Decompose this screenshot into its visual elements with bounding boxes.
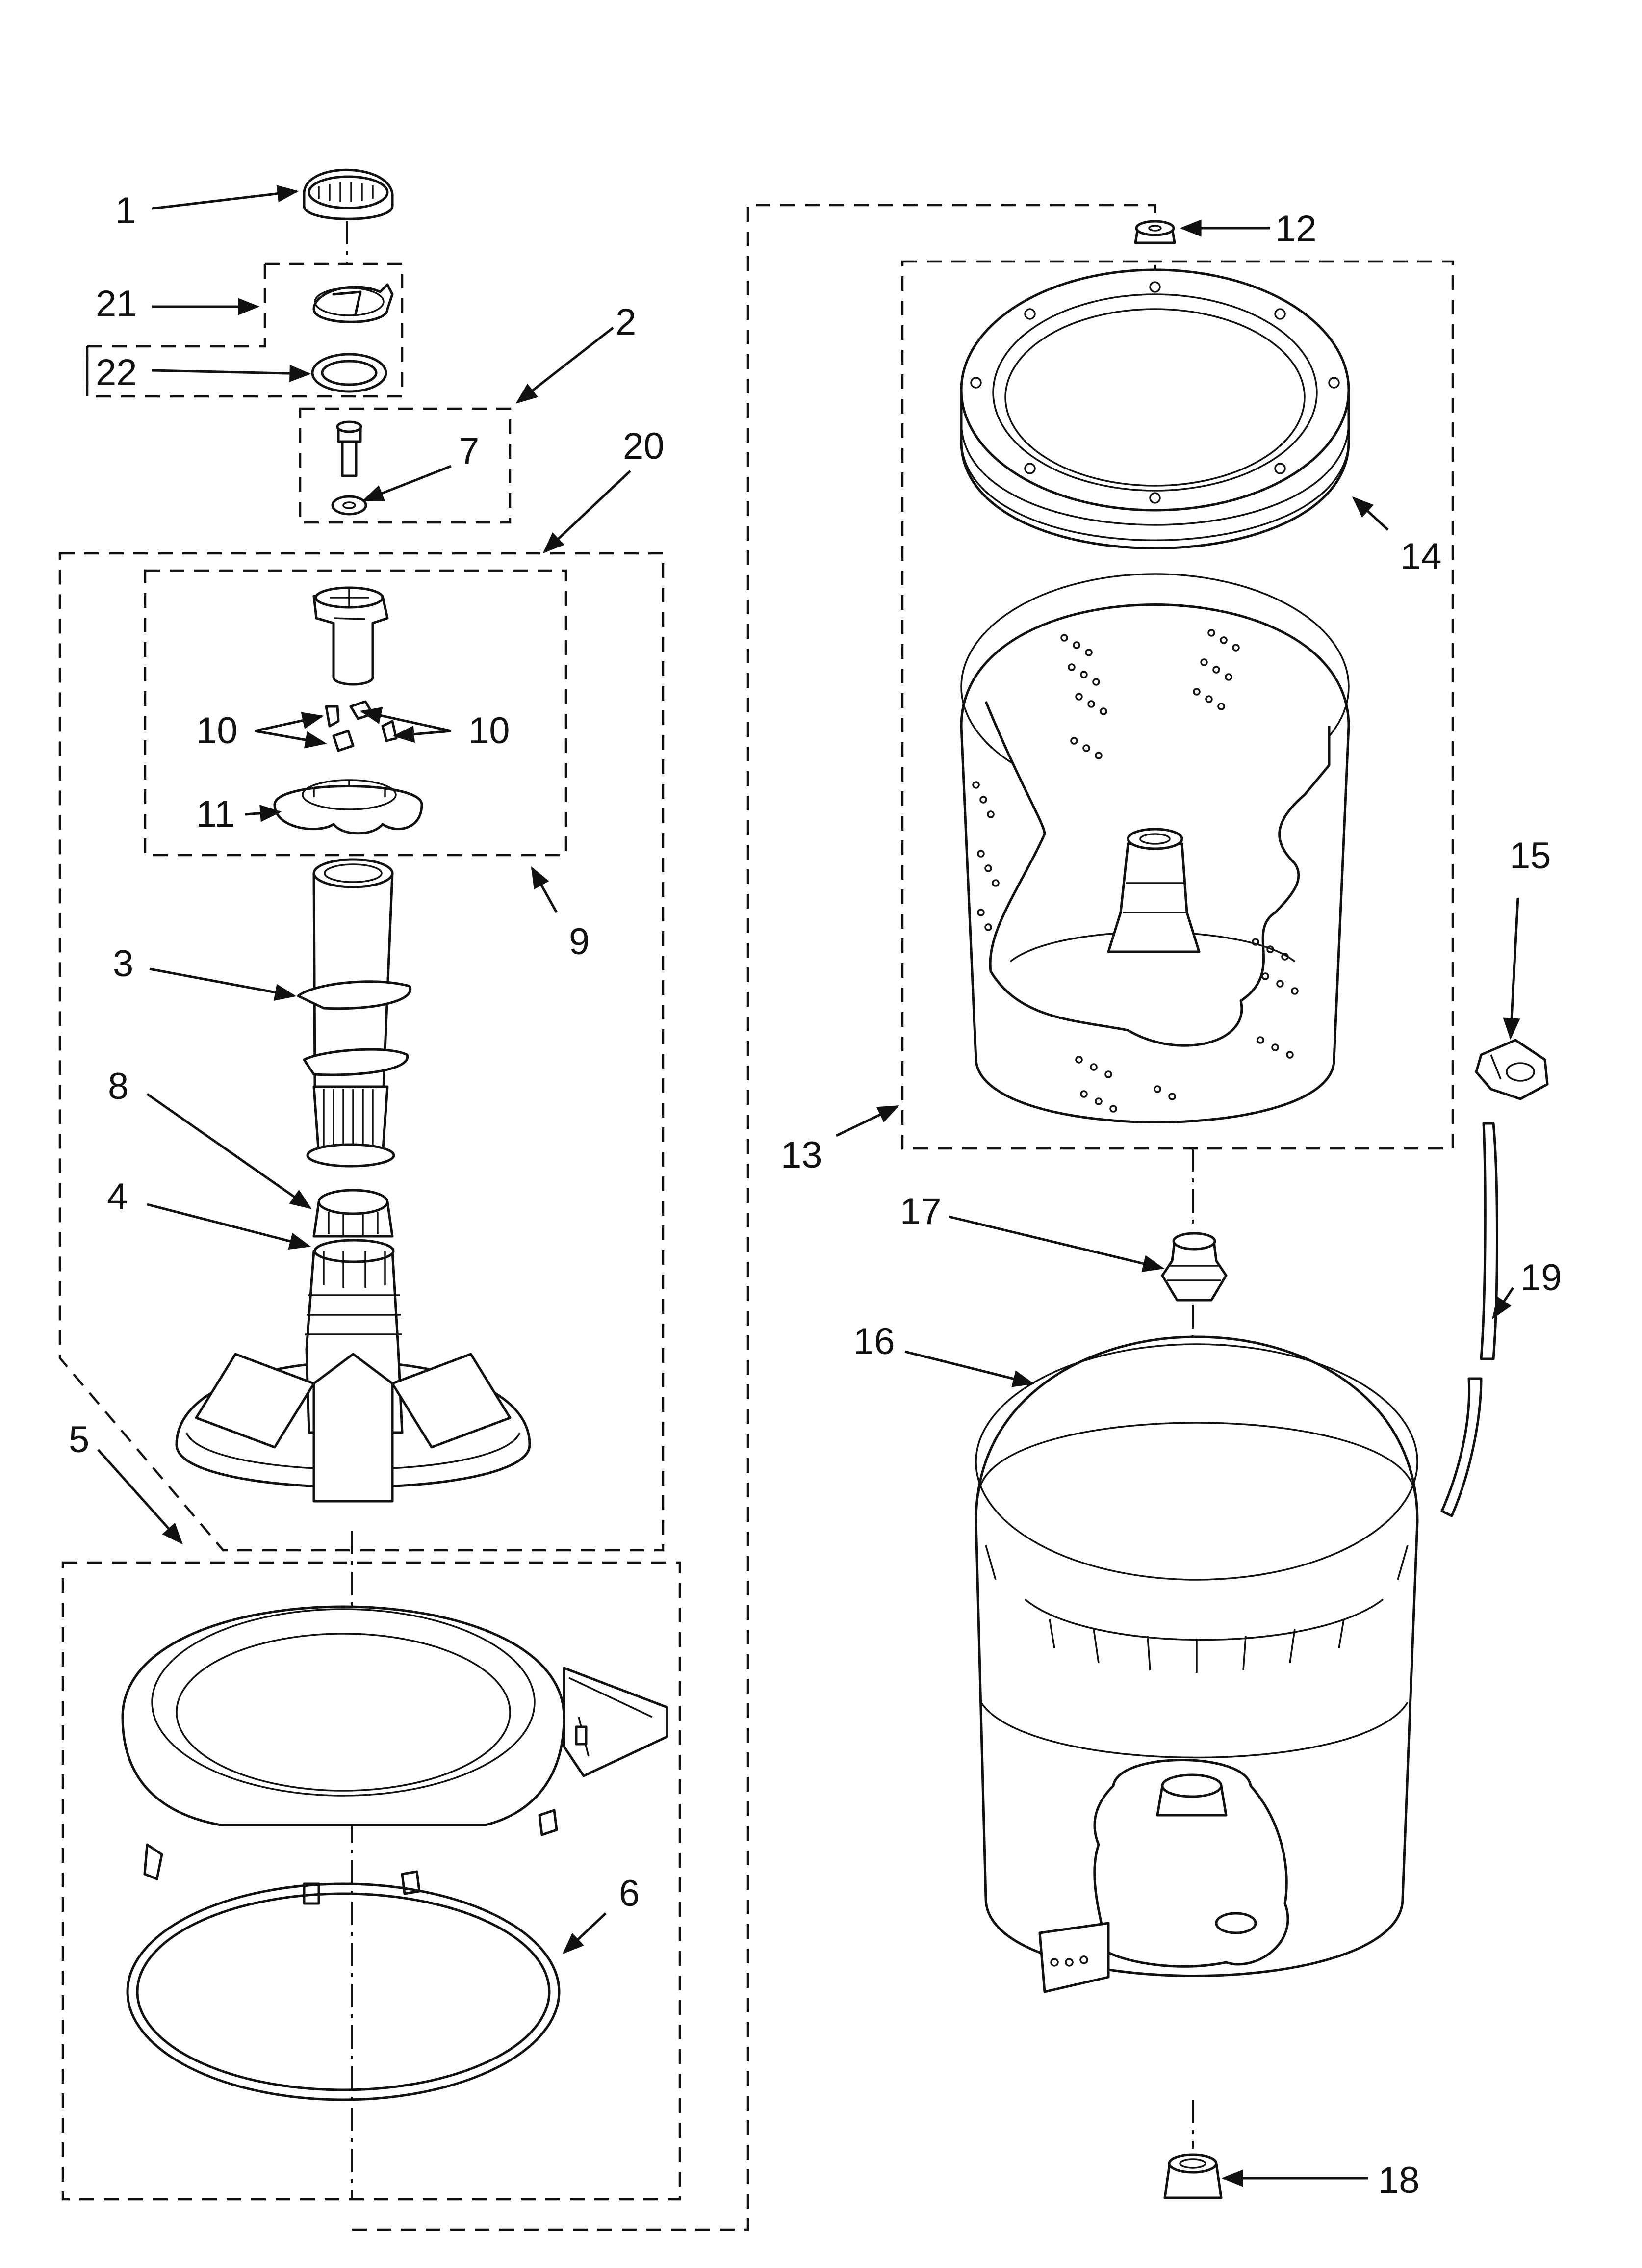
part-14-balance-ring	[960, 268, 1350, 549]
callout-15: 15	[1510, 835, 1551, 877]
callout-18: 18	[1378, 2160, 1420, 2201]
part-22-ring	[311, 353, 387, 393]
ring-bolt-holes	[970, 281, 1340, 504]
part-12-nut	[1134, 220, 1176, 244]
group-9-boundary	[144, 569, 567, 857]
part-18-plug	[1163, 2153, 1223, 2199]
callout-22: 22	[96, 352, 137, 393]
part-19-hose	[1440, 1122, 1498, 1517]
part-3-auger	[297, 858, 412, 1168]
callout-7: 7	[459, 430, 479, 472]
callout-6: 6	[619, 1873, 640, 1914]
callout-20: 20	[623, 425, 665, 467]
callout-5: 5	[69, 1419, 89, 1460]
callout-8: 8	[108, 1066, 128, 1107]
callout-21: 21	[96, 283, 137, 325]
part-10-dog-b	[349, 700, 374, 720]
basket-perforations	[972, 629, 1299, 1113]
group-5-boundary	[61, 1561, 681, 2201]
leader-arrows	[97, 185, 1520, 2187]
part-16-outer-tub	[975, 1335, 1419, 1993]
part-15-clip	[1475, 1039, 1549, 1100]
group-13-boundary	[901, 260, 1454, 1150]
part-10-dog-a	[325, 705, 340, 728]
part-21-cam	[312, 283, 394, 323]
callout-14: 14	[1400, 536, 1442, 577]
part-6-seal-ring	[126, 1882, 561, 2101]
callout-12: 12	[1275, 208, 1317, 250]
callout-9: 9	[569, 921, 590, 963]
part-8-coupler	[312, 1189, 394, 1238]
callout-11: 11	[196, 793, 235, 835]
callout-2: 2	[616, 301, 636, 343]
part-10-dog-c	[332, 730, 355, 752]
callout-19: 19	[1520, 1257, 1562, 1299]
part-7-bolt	[331, 420, 367, 516]
part-1-cap	[303, 168, 394, 220]
callout-4: 4	[107, 1176, 128, 1218]
part-5-tub-ring	[121, 1605, 668, 1905]
callout-10-left: 10	[196, 710, 238, 752]
callout-17: 17	[900, 1191, 942, 1232]
callout-1: 1	[115, 190, 136, 232]
part-13-spin-basket	[960, 573, 1350, 1123]
callout-labels: 1 2 3 4 5 6 7 8 9 10 10 11 12 13 14 15 1…	[69, 190, 1562, 2201]
callout-16: 16	[853, 1321, 895, 1362]
callout-13: 13	[781, 1134, 822, 1176]
callout-10-right: 10	[468, 710, 510, 752]
part-17-seal	[1161, 1232, 1228, 1302]
part-10-dog-d	[381, 720, 398, 742]
part-9-agitator-cam	[273, 586, 423, 835]
callout-3: 3	[113, 943, 133, 985]
part-4-agitator-base	[175, 1239, 531, 1503]
group-2-boundary	[299, 407, 512, 524]
